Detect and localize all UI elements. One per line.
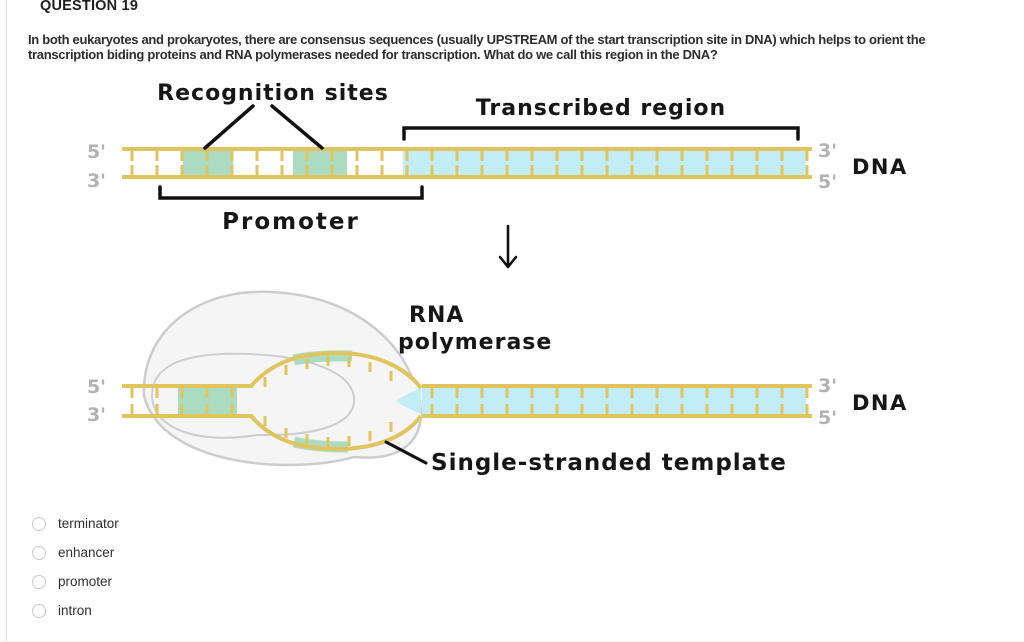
recognition-sites-label: Recognition sites [157,81,389,106]
radio-button-intron[interactable] [32,603,46,618]
option-label-terminator: terminator [58,516,119,531]
question-number: QUESTION 19 [40,0,139,14]
promoter-label: Promoter [222,209,360,235]
bubble-rungs [263,356,393,447]
option-promoter[interactable]: promoter [32,567,119,596]
option-intron[interactable]: intron [32,596,119,625]
option-enhancer[interactable]: enhancer [32,538,119,567]
bubble-bottom-strand [249,414,423,452]
down-arrow-icon [498,224,518,269]
option-terminator[interactable]: terminator [32,509,119,538]
bubble-top-green-segment [292,350,353,366]
promoter-bracket [158,185,424,200]
bubble-top-strand [249,350,423,390]
top-left-5prime-label: 5' [87,141,106,163]
rna-polymerase-label-line2: polymerase [398,330,552,355]
option-label-enhancer: enhancer [58,545,115,560]
radio-button-terminator[interactable] [32,516,46,531]
single-stranded-template-label: Single-stranded template [431,450,787,476]
top-dna-label: DNA [852,155,908,179]
top-dna-ladder [122,147,812,179]
bottom-left-dna-ladder [122,384,253,418]
rna-polymerase-blob-inner [150,352,356,439]
bottom-dna-label: DNA [852,391,908,415]
bottom-right-dna-ladder [422,384,812,418]
answer-options: terminator enhancer promoter intron [32,509,119,625]
transcribed-region-bracket [402,126,800,141]
top-left-3prime-label: 3' [87,170,106,192]
bubble-bottom-green-segment [292,436,349,453]
reannealing-wedge [396,388,421,414]
bottom-left-3prime-label: 3' [87,404,106,426]
bottom-right-5prime-label: 5' [818,407,837,429]
panel-left-border [6,0,7,642]
option-label-intron: intron [58,603,92,618]
recognition-pointer-left [203,104,255,150]
radio-button-enhancer[interactable] [32,545,46,560]
top-right-5prime-label: 5' [818,171,837,193]
bottom-right-3prime-label: 3' [818,375,837,397]
transcription-bubble-interior [251,353,421,449]
single-stranded-pointer [384,440,428,465]
rna-polymerase-label-line1: RNA [409,303,464,328]
rna-polymerase-blob-outer [142,290,423,467]
option-label-promoter: promoter [58,574,113,589]
recognition-pointer-right [270,104,324,150]
transcribed-region-label: Transcribed region [476,96,726,121]
radio-button-promoter[interactable] [32,574,46,589]
question-text: In both eukaryotes and prokaryotes, ther… [28,32,926,62]
top-right-3prime-label: 3' [818,140,837,162]
bottom-left-5prime-label: 5' [87,376,106,398]
